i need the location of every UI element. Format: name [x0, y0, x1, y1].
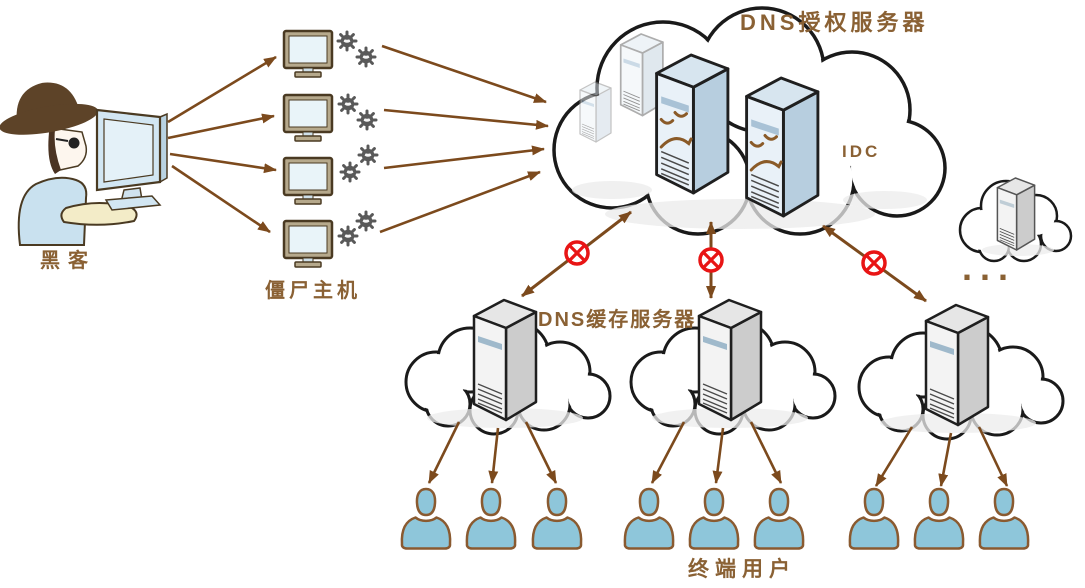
user-icon — [688, 487, 740, 550]
virus-icon — [337, 225, 359, 247]
sunglasses-icon — [68, 137, 80, 149]
virus-icon — [356, 109, 378, 131]
user-icon — [531, 487, 583, 550]
zombie-pc-icon — [282, 219, 334, 269]
blocked-icon — [698, 247, 724, 273]
virus-icon — [336, 30, 358, 52]
zombie-pc-icon — [282, 93, 334, 143]
hacker-monitor-icon — [95, 108, 168, 211]
cache-dns-server-icon — [924, 303, 990, 427]
auth-dns-server-icon — [745, 76, 820, 218]
cache-dns-server-icon — [697, 298, 763, 422]
user-icon — [753, 487, 805, 550]
zombie-pc-icon — [282, 29, 334, 79]
idc-cloud-shading — [572, 181, 927, 229]
virus-icon — [355, 210, 377, 232]
blocked-icon — [564, 240, 590, 266]
hacker-label: 黑客 — [40, 248, 96, 272]
idc-label: IDC — [842, 142, 880, 161]
zombie-hosts — [282, 29, 379, 269]
background-server-icon — [579, 81, 612, 143]
cache-dns-server-icon — [472, 298, 538, 422]
virus-icon — [339, 161, 361, 183]
user-icon — [978, 487, 1030, 550]
blocked-icon — [861, 250, 887, 276]
user-icon — [400, 487, 452, 550]
cache-to-user-arrows — [427, 421, 1009, 487]
user-icon — [465, 487, 517, 550]
end-users — [400, 487, 1030, 550]
user-icon — [623, 487, 675, 550]
blocked-links — [521, 210, 927, 303]
more-clouds-indicator: ... — [962, 247, 1016, 288]
hacker-to-zombie-arrows — [167, 55, 277, 234]
zombie-pc-icon — [282, 156, 334, 206]
auth-dns-server-icon — [655, 53, 730, 195]
dns-auth-server-label: DNS授权服务器 — [740, 10, 928, 35]
zombie-hosts-label: 僵尸主机 — [265, 278, 361, 302]
dns-cache-server-label: DNS缓存服务器 — [538, 307, 696, 331]
user-icon — [848, 487, 900, 550]
virus-icon — [337, 93, 359, 115]
end-users-label: 终端用户 — [688, 557, 796, 581]
extra-server-icon — [996, 177, 1036, 251]
hacker-hat-icon — [0, 82, 99, 135]
virus-icon — [357, 144, 379, 166]
user-icon — [913, 487, 965, 550]
virus-icon — [355, 46, 377, 68]
zombie-to-idc-arrows — [379, 44, 549, 234]
